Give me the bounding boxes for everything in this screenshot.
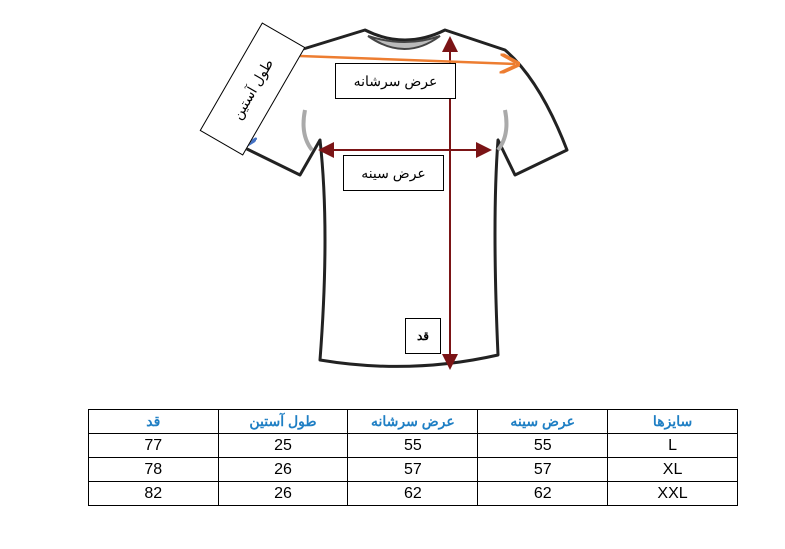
table-row: 82 26 62 62 XXL: [88, 481, 738, 506]
header-sleeve-length: طول آستین: [217, 409, 349, 434]
table-row: 78 26 57 57 XL: [88, 457, 738, 482]
collar: [367, 35, 441, 50]
cell: 57: [347, 457, 479, 482]
height-label: قد: [405, 318, 441, 354]
header-chest-width: عرض سینه: [477, 409, 609, 434]
cell: 25: [217, 433, 349, 458]
cell: 55: [347, 433, 479, 458]
shoulder-arrow: [299, 56, 515, 64]
cell: 82: [88, 481, 219, 506]
cell: 78: [88, 457, 219, 482]
chest-width-label: عرض سینه: [343, 155, 444, 191]
cell: L: [607, 433, 738, 458]
cell: 77: [88, 433, 219, 458]
size-table: قد طول آستین عرض سرشانه عرض سینه سایزها …: [88, 409, 738, 506]
table-row: 77 25 55 55 L: [88, 433, 738, 458]
cell: 62: [347, 481, 479, 506]
cell: 57: [477, 457, 609, 482]
tshirt-diagram: [0, 28, 569, 370]
cell: XL: [607, 457, 738, 482]
header-sizes: سایزها: [607, 409, 738, 434]
cell: 55: [477, 433, 609, 458]
header-height: قد: [88, 409, 219, 434]
header-shoulder-width: عرض سرشانه: [347, 409, 479, 434]
cell: XXL: [607, 481, 738, 506]
shoulder-width-label: عرض سرشانه: [335, 63, 456, 99]
cell: 26: [217, 457, 349, 482]
cell: 26: [217, 481, 349, 506]
cell: 62: [477, 481, 609, 506]
table-header-row: قد طول آستین عرض سرشانه عرض سینه سایزها: [88, 409, 738, 434]
